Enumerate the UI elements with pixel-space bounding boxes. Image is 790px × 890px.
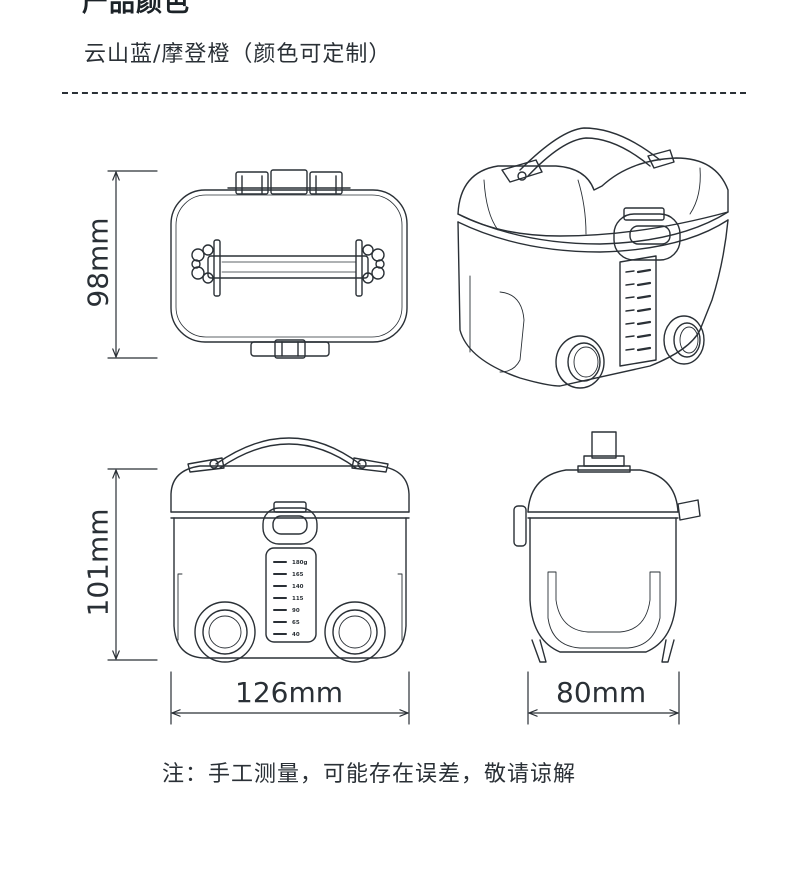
gauge-label: 40 [292,632,300,638]
gauge-label: 90 [292,608,300,614]
front-view-drawing: 180g 165 140 115 90 65 40 [170,437,410,663]
gauge-label: 115 [292,596,304,602]
dashed-divider [62,92,746,94]
perspective-view-drawing [457,127,729,389]
gauge-label: 65 [292,620,300,626]
width-dimension-line [170,671,410,725]
depth-dimension-line [107,170,158,359]
height-dimension-label: 101mm [81,508,115,617]
gauge-label: 165 [292,572,304,578]
height-dimension-line [107,468,158,661]
side-width-dimension-label: 80mm [556,676,647,709]
width-dimension-label: 126mm [235,676,343,709]
depth-dimension-label: 98mm [81,217,115,308]
side-width-dimension-line [527,671,680,725]
front-gauge-ticks [273,561,287,635]
front-gauge-labels: 180g 165 140 115 90 65 40 [292,560,307,638]
side-view-drawing [513,431,701,663]
section-title: 产品颜色 [82,0,191,18]
color-options-label: 云山蓝/摩登橙（颜色可定制） [84,42,392,67]
gauge-label: 180g [292,560,307,566]
top-view-drawing [170,169,408,359]
measurement-note: 注：手工测量，可能存在误差，敬请谅解 [162,762,577,787]
gauge-label: 140 [292,584,304,590]
